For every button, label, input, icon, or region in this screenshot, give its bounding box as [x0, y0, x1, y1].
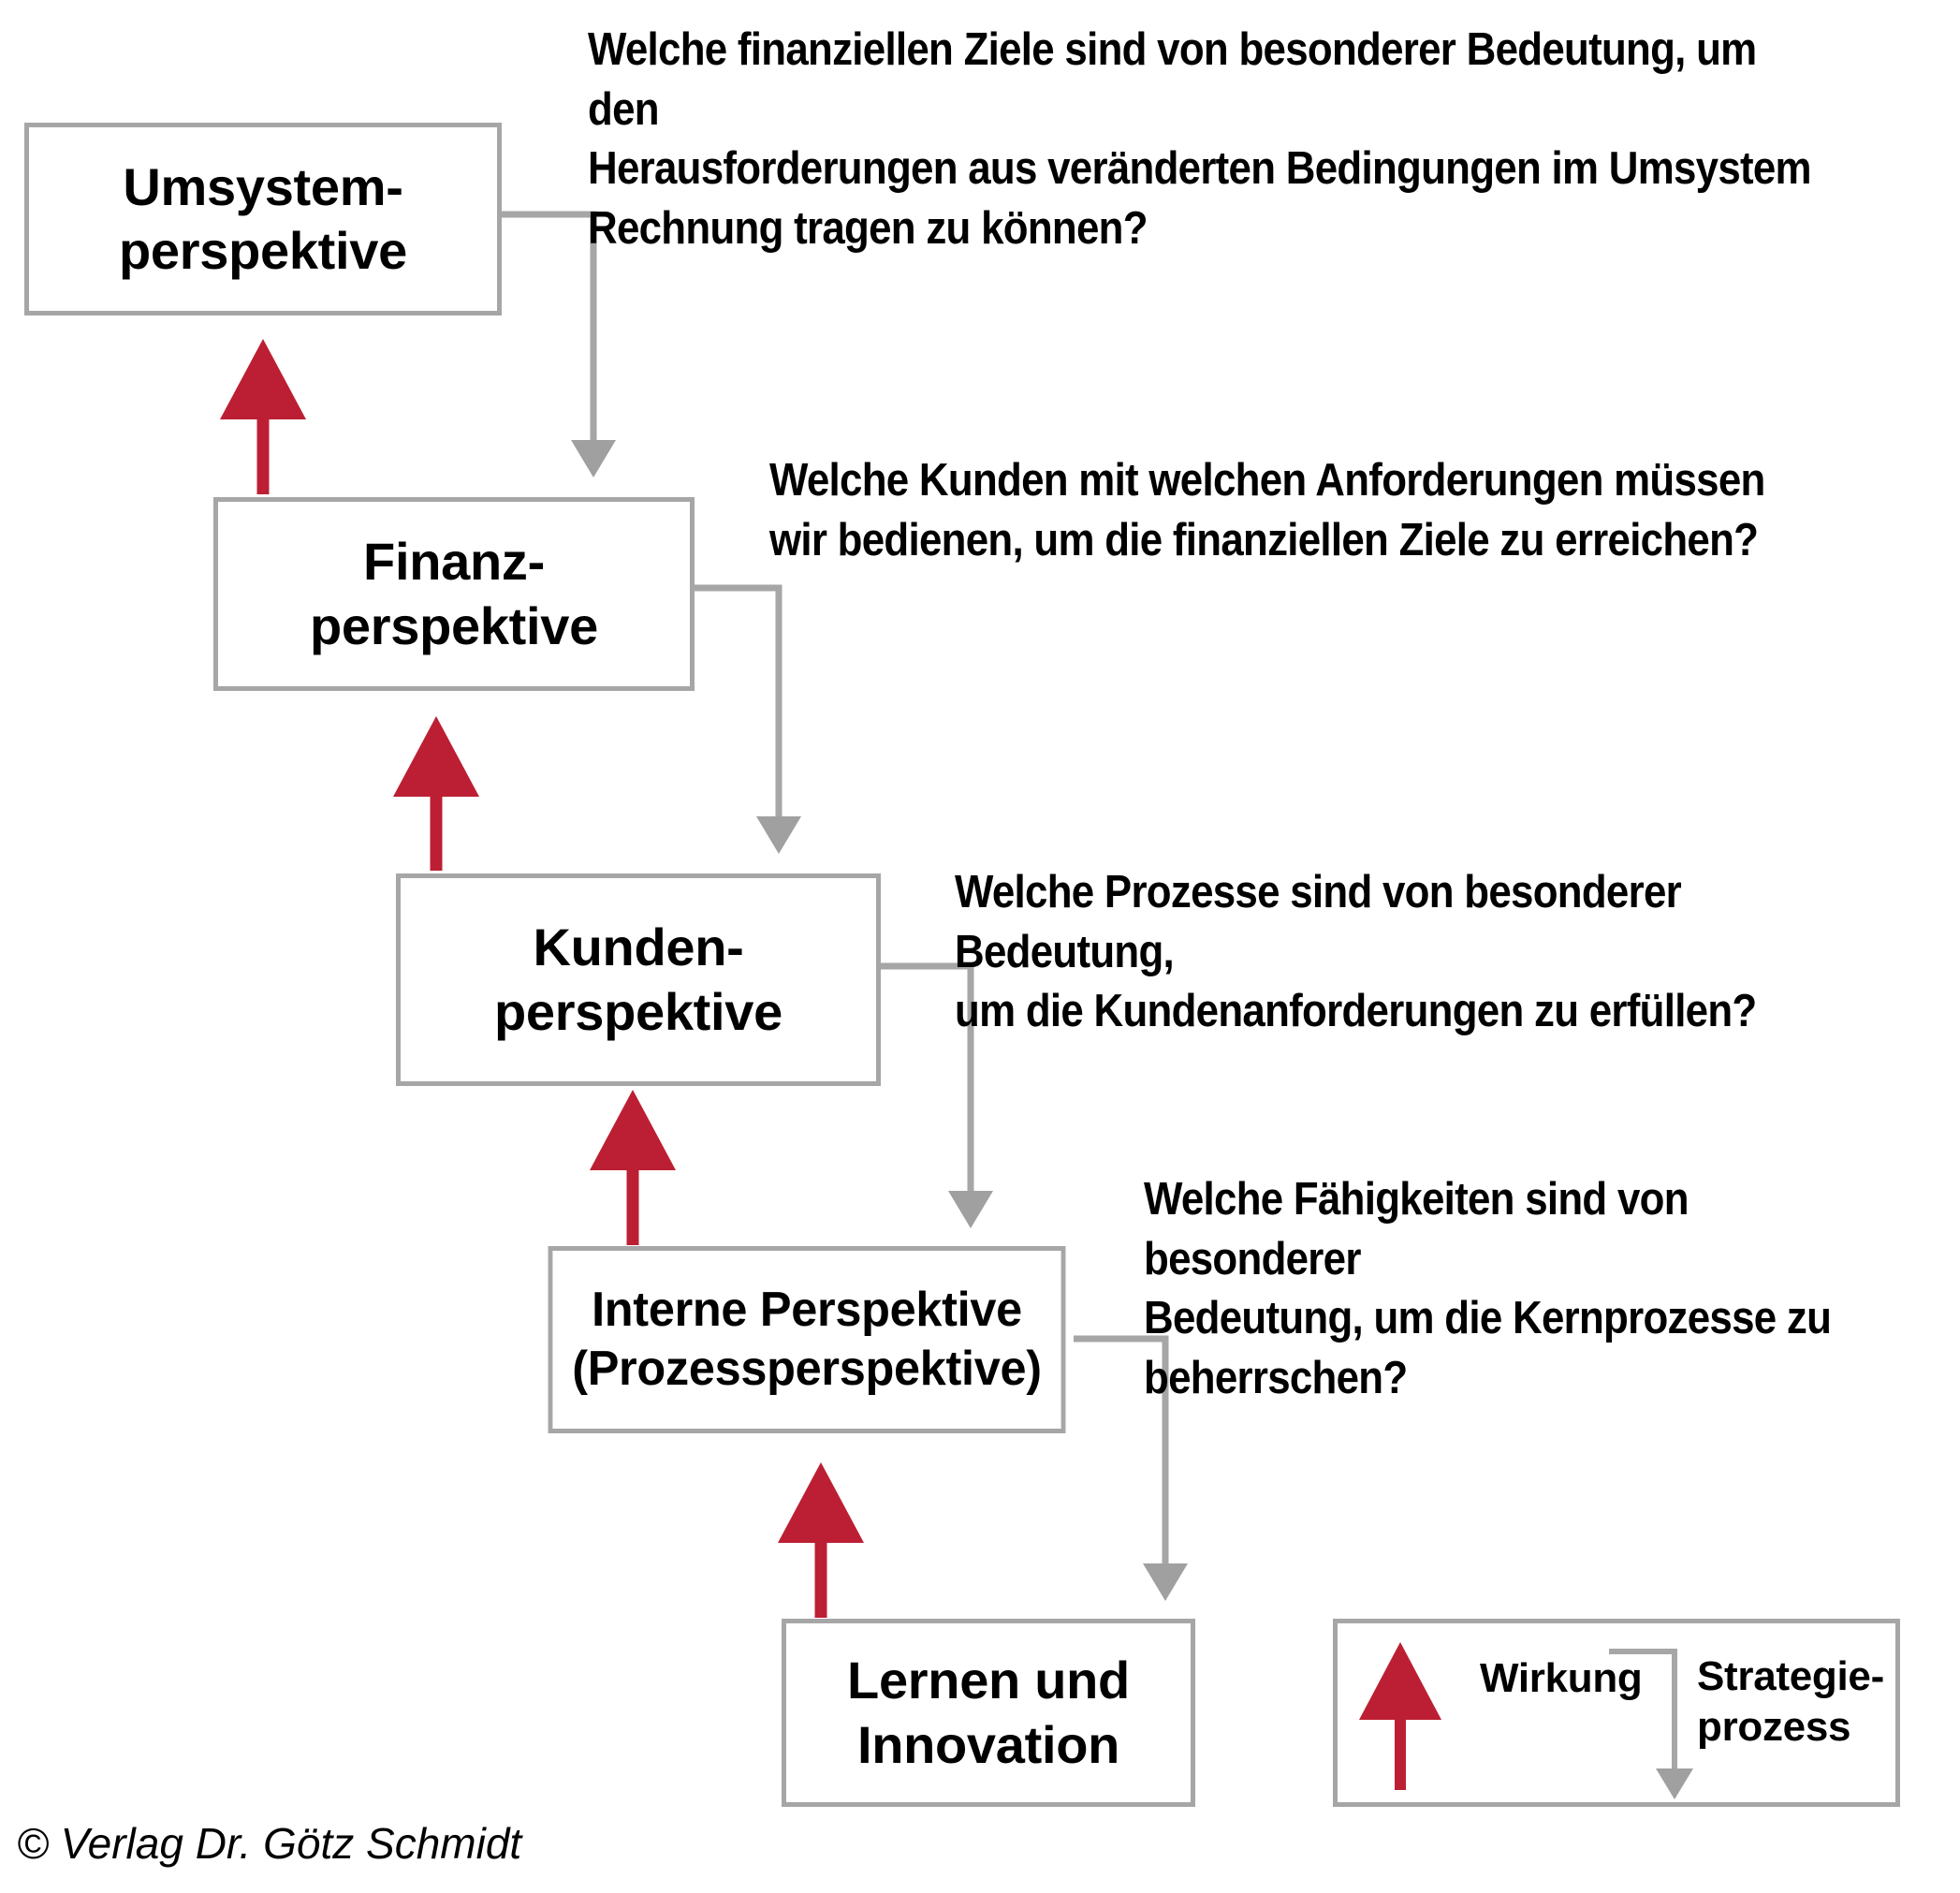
- node-lernen-und-innovation[interactable]: Lernen und Innovation: [782, 1619, 1195, 1807]
- arrow-finanz-to-umsystem: [220, 339, 306, 494]
- node-finanz-perspektive[interactable]: Finanz- perspektive: [213, 497, 695, 691]
- node-label: Finanz- perspektive: [310, 532, 598, 655]
- question-text-faehigkeiten: Welche Fähigkeiten sind von besonderer B…: [1144, 1174, 1832, 1404]
- wire-finanz-to-kunden: [695, 584, 801, 854]
- legend-label-strategieprozess: Strategie- prozess: [1697, 1653, 1884, 1750]
- arrow-interne-to-kunden: [590, 1090, 676, 1245]
- legend-box: Wirkung Strategie- prozess: [1333, 1619, 1900, 1807]
- node-label: Interne Perspektive (Prozessperspektive): [572, 1282, 1042, 1396]
- node-label: Umsystem- perspektive: [119, 156, 407, 280]
- copyright-notice: © Verlag Dr. Götz Schmidt: [17, 1819, 522, 1868]
- question-text-finanzielle-ziele: Welche finanziellen Ziele sind von beson…: [588, 24, 1812, 255]
- node-kunden-perspektive[interactable]: Kunden- perspektive: [396, 873, 881, 1086]
- node-umsystem-perspektive[interactable]: Umsystem- perspektive: [24, 123, 502, 316]
- node-interne-perspektive[interactable]: Interne Perspektive (Prozessperspektive): [548, 1246, 1066, 1433]
- node-label: Lernen und Innovation: [847, 1651, 1130, 1774]
- arrow-kunden-to-finanz: [393, 716, 479, 871]
- wire-kunden-to-interne: [881, 962, 993, 1228]
- legend-symbols: [1359, 1642, 1693, 1799]
- legend-label-wirkung: Wirkung: [1480, 1655, 1643, 1701]
- legend-gray-elbow-arrow-icon: [1609, 1649, 1693, 1799]
- wire-umsystem-to-finanz: [502, 211, 616, 477]
- node-label: Kunden- perspektive: [494, 917, 783, 1041]
- arrow-lernen-to-interne: [778, 1462, 864, 1618]
- wire-interne-to-lernen: [1074, 1335, 1188, 1601]
- question-text-prozesse: Welche Prozesse sind von besonderer Bede…: [955, 867, 1757, 1037]
- question-text-kunden-anforderungen: Welche Kunden mit welchen Anforderungen …: [769, 455, 1765, 565]
- legend-red-arrow-icon: [1359, 1642, 1441, 1790]
